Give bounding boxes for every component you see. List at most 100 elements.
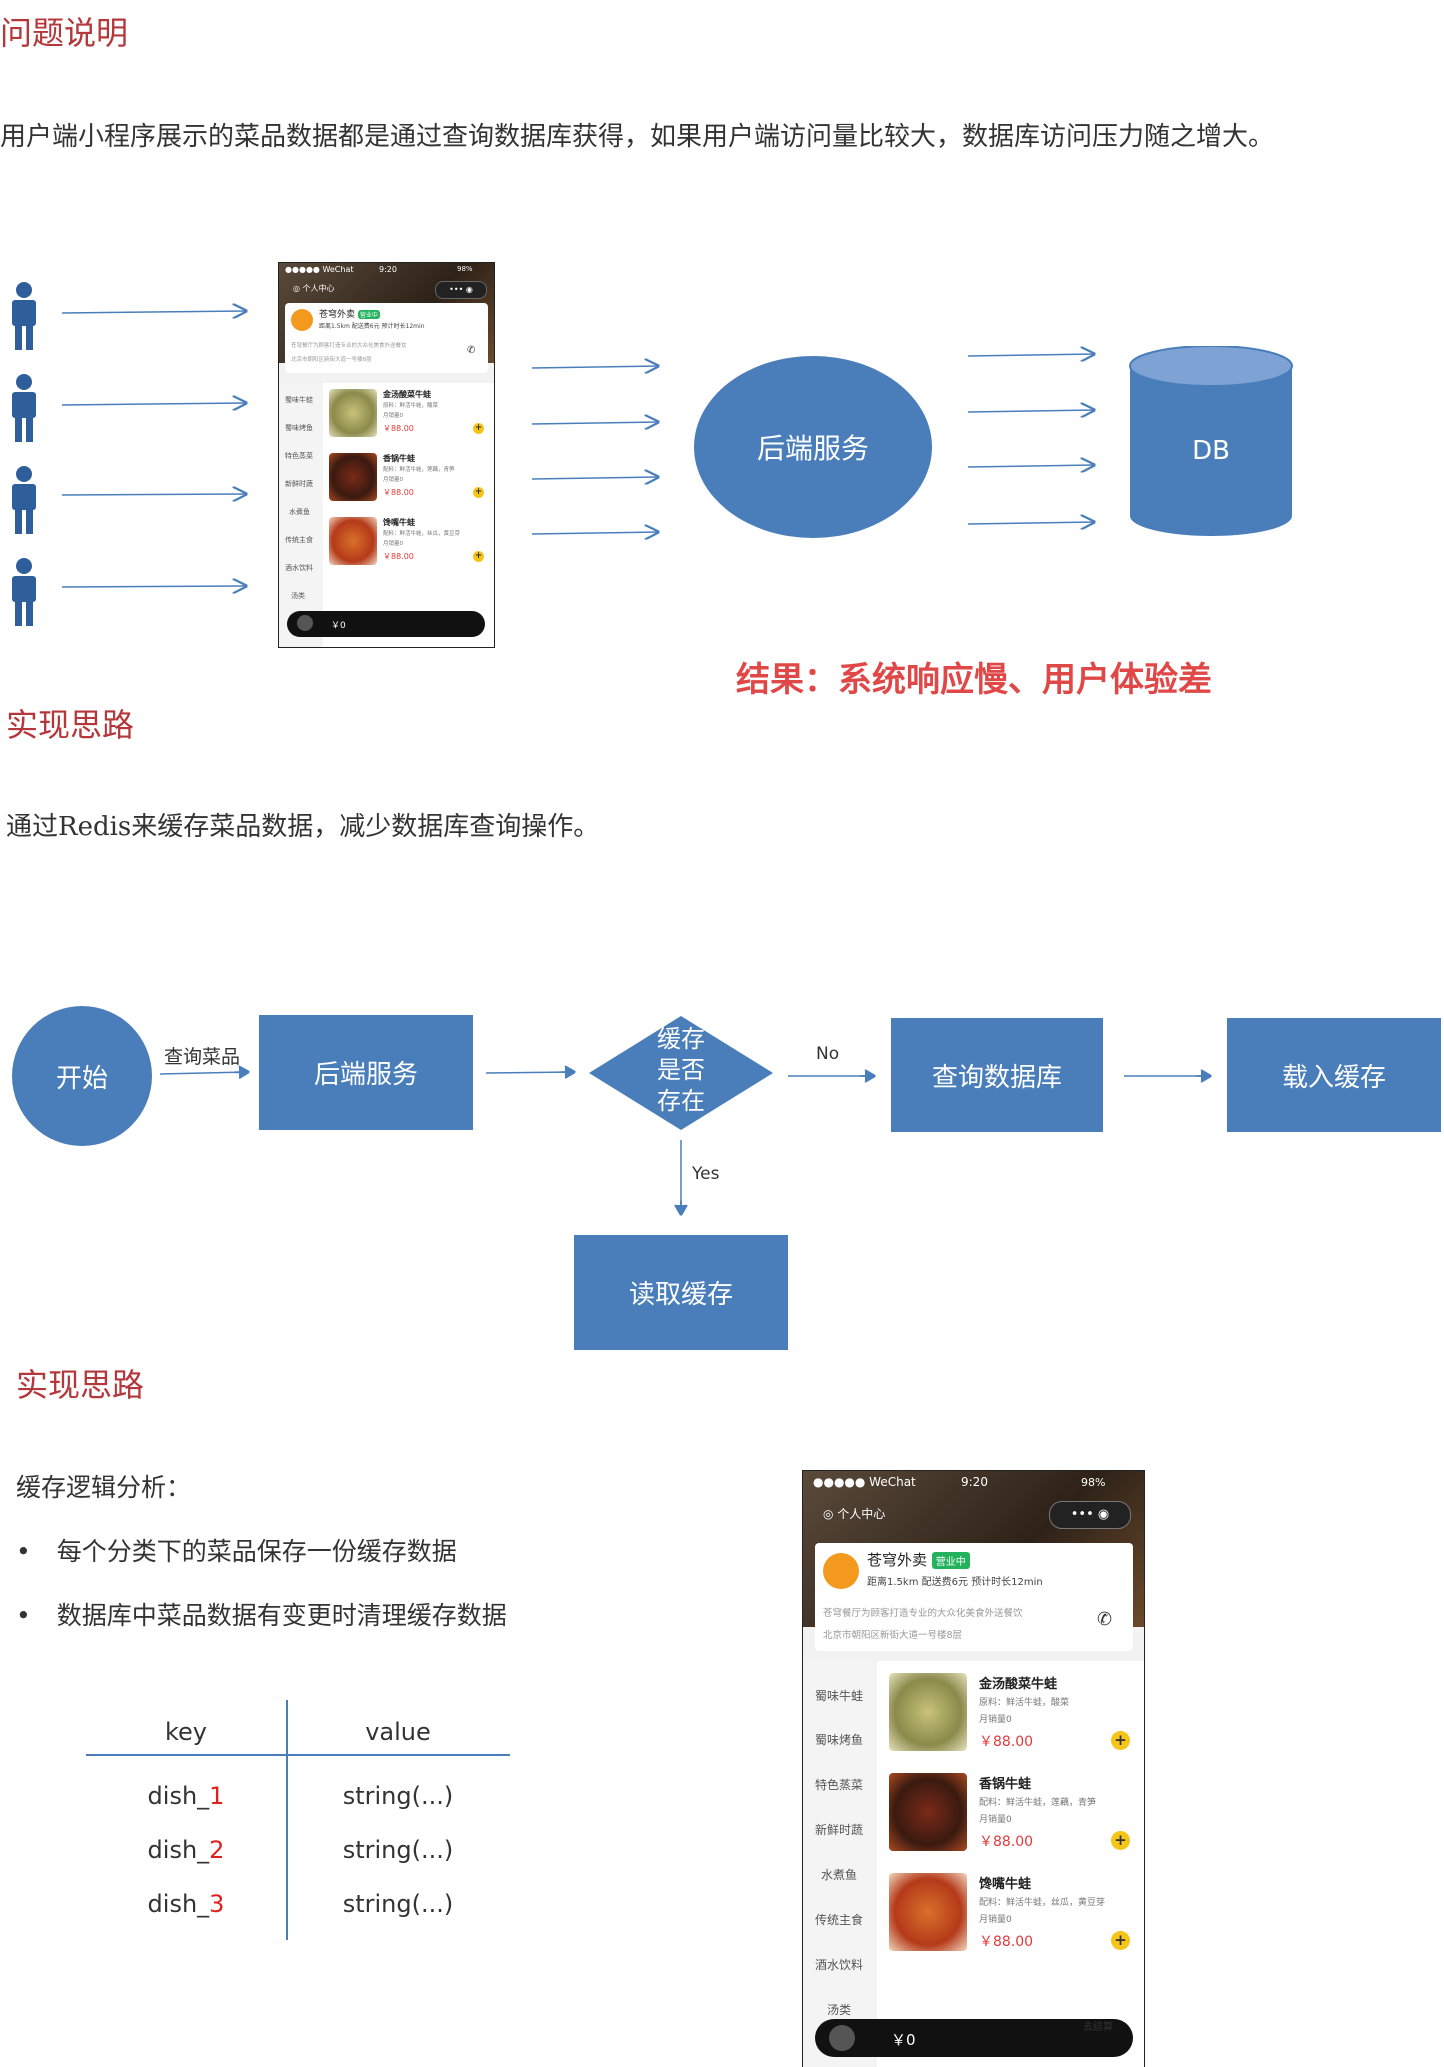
bullet-text: 数据库中菜品数据有变更时清理缓存数据: [56, 1601, 507, 1630]
user-icon: [12, 558, 36, 626]
category-item[interactable]: 蜀味牛蛙: [815, 1689, 864, 1703]
cache-table: key value dish_1 string(...) dish_2 stri…: [86, 1700, 510, 1940]
checkout-button[interactable]: 去结算: [1083, 2022, 1113, 2033]
section-heading-approach: 实现思路: [6, 706, 135, 744]
category-item[interactable]: 蜀味牛蛙: [285, 396, 313, 404]
dish-price: ￥88.00: [979, 1934, 1034, 1950]
key-prefix: dish_: [147, 1782, 210, 1810]
category-item[interactable]: 新鲜时蔬: [815, 1823, 864, 1837]
table-row-value: string(...): [342, 1890, 454, 1918]
user-icon: [12, 374, 36, 442]
cart-bar[interactable]: ￥0: [287, 611, 485, 637]
mini-program-capsule[interactable]: ••• ◉: [1049, 1501, 1131, 1529]
category-item[interactable]: 酒水饮料: [815, 1958, 864, 1972]
flow-arrows: [159, 1016, 1444, 1230]
add-dish-button[interactable]: +: [473, 551, 484, 562]
time-text: 9:20: [379, 265, 397, 274]
decision-line: 是否: [657, 1056, 705, 1084]
no-label: No: [816, 1044, 840, 1064]
add-dish-button[interactable]: +: [473, 423, 484, 434]
shop-address: 北京市朝阳区新街大道一号楼8层: [291, 357, 372, 363]
category-item[interactable]: 蜀味烤鱼: [285, 424, 313, 432]
key-number: 3: [209, 1890, 225, 1918]
decision-line: 缓存: [657, 1025, 705, 1053]
add-dish-button[interactable]: +: [1111, 1731, 1130, 1750]
cart-bar[interactable]: ￥0 去结算: [815, 2019, 1133, 2057]
dish-image: [329, 389, 377, 437]
profile-label: 个人中心: [302, 284, 335, 293]
dish-sales: 月销量0: [383, 413, 403, 419]
dish-name: 金汤酸菜牛蛙: [979, 1677, 1058, 1692]
category-item[interactable]: 汤类: [291, 592, 305, 600]
phone-call-icon[interactable]: ✆: [1097, 1609, 1113, 1630]
arrows-to-db: [967, 340, 1110, 540]
category-item[interactable]: 传统主食: [815, 1913, 864, 1927]
backend-node: 后端服务: [259, 1015, 473, 1130]
approach-paragraph: 通过Redis来缓存菜品数据，减少数据库查询操作。: [6, 812, 600, 842]
category-item[interactable]: 水煮鱼: [289, 508, 310, 516]
section-heading-implementation: 实现思路: [16, 1366, 145, 1404]
user-icon: [12, 282, 36, 350]
table-row-value: string(...): [342, 1836, 454, 1864]
mini-program-capsule[interactable]: ••• ◉: [435, 281, 487, 299]
table-header-rule: [86, 1754, 510, 1756]
carrier-text: ●●●●● WeChat: [813, 1475, 916, 1489]
phone-screenshot-large: ●●●●● WeChat 9:20 98% ◎ 个人中心 ••• ◉ 苍穹外卖 …: [802, 1470, 1145, 2067]
profile-label: 个人中心: [837, 1507, 886, 1521]
dish-sales: 月销量0: [383, 477, 403, 483]
distance-text: 距离1.5km: [319, 323, 350, 330]
add-dish-button[interactable]: +: [1111, 1831, 1130, 1850]
shop-address: 北京市朝阳区新街大道一号楼8层: [823, 1630, 963, 1641]
dish-desc: 配料：鲜活牛蛙，莲藕，青笋: [383, 467, 455, 473]
shop-desc: 苍穹餐厅为顾客打造专业的大众化美食外送餐饮: [291, 343, 407, 349]
table-divider: [286, 1700, 288, 1940]
category-item[interactable]: 水煮鱼: [821, 1868, 858, 1882]
profile-link[interactable]: ◎ 个人中心: [823, 1507, 886, 1521]
users-diagram: [12, 282, 260, 626]
add-dish-button[interactable]: +: [1111, 1931, 1130, 1950]
dish-price: ￥88.00: [383, 488, 414, 497]
delivery-fee-text: 配送费6元: [351, 323, 380, 330]
cart-total: ￥0: [331, 621, 346, 631]
profile-link[interactable]: ◎ 个人中心: [293, 284, 335, 293]
category-item[interactable]: 传统主食: [285, 536, 313, 544]
table-header-key: key: [164, 1718, 207, 1746]
category-item[interactable]: 蜀味烤鱼: [815, 1733, 864, 1747]
read-cache-node: 读取缓存: [574, 1235, 788, 1350]
category-item[interactable]: 特色蒸菜: [815, 1778, 864, 1792]
dish-desc: 原料：鲜活牛蛙，酸菜: [383, 403, 439, 409]
dish-price: ￥88.00: [383, 552, 414, 561]
bullet-item: •每个分类下的菜品保存一份缓存数据: [16, 1537, 457, 1566]
dish-desc: 原料：鲜活牛蛙，酸菜: [979, 1698, 1070, 1708]
dish-image: [889, 1673, 967, 1751]
yes-label: Yes: [692, 1164, 720, 1184]
dish-name: 香锅牛蛙: [383, 454, 415, 463]
table-row-key: dish_3: [86, 1890, 286, 1918]
category-item[interactable]: 特色蒸菜: [285, 452, 313, 460]
shop-logo: [291, 309, 313, 331]
load-cache-node: 载入缓存: [1227, 1018, 1441, 1132]
shop-name: 苍穹外卖: [319, 310, 356, 320]
user-icon: [12, 466, 36, 534]
eta-text: 预计时长12min: [381, 323, 425, 330]
cart-total: ￥0: [891, 2031, 916, 2049]
phone-call-icon[interactable]: ✆: [467, 345, 476, 356]
dish-sales: 月销量0: [979, 1915, 1012, 1925]
key-number: 1: [209, 1782, 225, 1810]
category-item[interactable]: 汤类: [827, 2003, 852, 2017]
decision-label: 缓存 是否 存在: [636, 1024, 726, 1117]
dish-image: [889, 1773, 967, 1851]
key-number: 2: [209, 1836, 225, 1864]
section-heading-problem: 问题说明: [0, 14, 129, 52]
carrier-text: ●●●●● WeChat: [285, 265, 354, 274]
cart-icon: [829, 2025, 855, 2051]
bullet-item: •数据库中菜品数据有变更时清理缓存数据: [16, 1601, 507, 1630]
dish-sales: 月销量0: [979, 1815, 1012, 1825]
add-dish-button[interactable]: +: [473, 487, 484, 498]
category-item[interactable]: 酒水饮料: [285, 564, 313, 572]
category-item[interactable]: 新鲜时蔬: [285, 480, 313, 488]
key-prefix: dish_: [147, 1890, 210, 1918]
arrows-to-service: [531, 340, 670, 540]
shop-name: 苍穹外卖: [867, 1551, 928, 1569]
table-row-key: dish_1: [86, 1782, 286, 1810]
